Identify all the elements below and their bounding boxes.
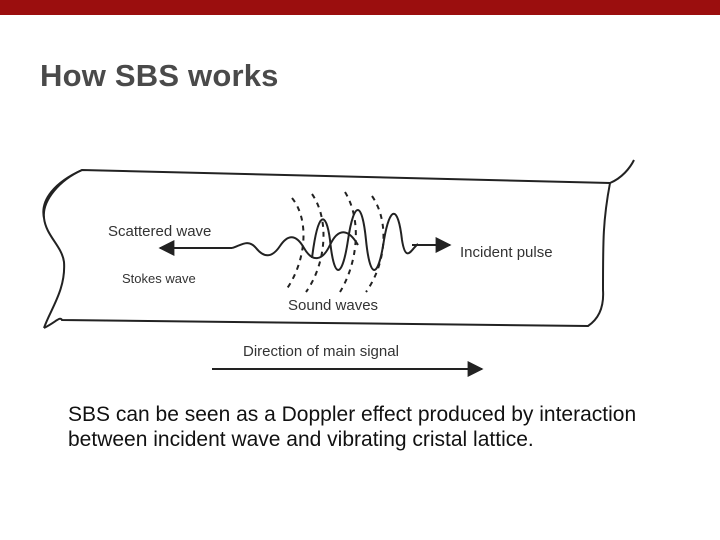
top-accent-bar bbox=[0, 0, 720, 15]
slide-title: How SBS works bbox=[40, 58, 279, 93]
label-direction: Direction of main signal bbox=[243, 343, 399, 360]
sbs-diagram: Scattered wave Stokes wave Incident puls… bbox=[42, 159, 635, 377]
incident-wave bbox=[311, 209, 419, 271]
fiber-top-boundary bbox=[42, 159, 635, 219]
body-text: SBS can be seen as a Doppler effect prod… bbox=[68, 403, 637, 451]
scattered-wave bbox=[231, 231, 359, 260]
label-scattered-wave: Scattered wave bbox=[108, 223, 211, 240]
fiber-bottom-boundary bbox=[43, 182, 611, 329]
label-stokes-wave: Stokes wave bbox=[122, 271, 196, 286]
label-sound-waves: Sound waves bbox=[288, 297, 378, 314]
label-incident-pulse: Incident pulse bbox=[460, 244, 553, 261]
fiber-left-edge bbox=[42, 169, 83, 329]
